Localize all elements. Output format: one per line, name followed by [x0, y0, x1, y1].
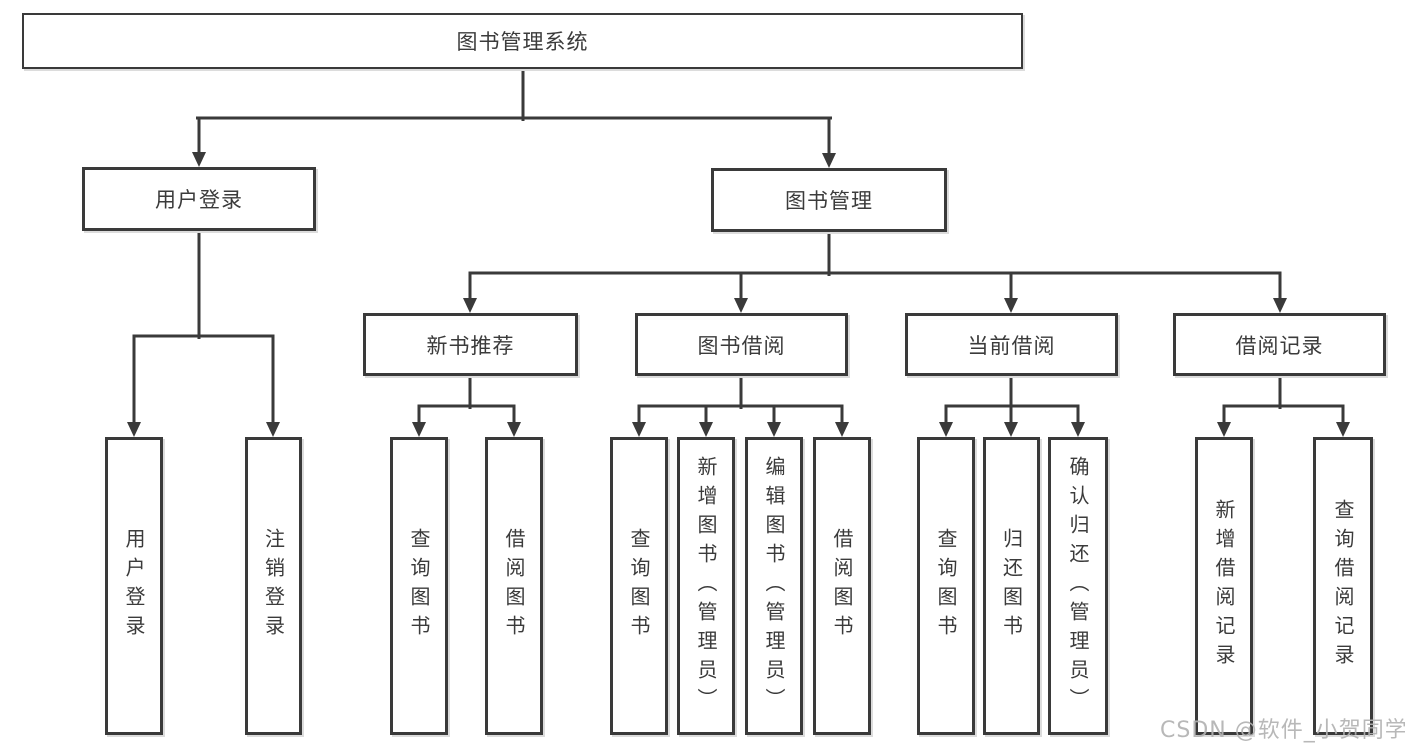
leaf-label: 注销登录 [261, 528, 286, 644]
csdn-watermark: CSDN @软件_小贺同学 [1160, 718, 1405, 743]
leaf-query-book-current: 查询图书 [917, 437, 975, 735]
leaf-label: 查询借阅记录 [1331, 499, 1355, 673]
node-book-mgmt: 图书管理 [711, 168, 947, 232]
node-borrow-record: 借阅记录 [1173, 313, 1386, 376]
connector-book-borrow-children [632, 374, 849, 437]
node-current-borrow: 当前借阅 [905, 313, 1118, 376]
connector-book-mgmt-children [463, 230, 1287, 313]
connector-user-login-children [127, 229, 280, 437]
leaf-query-book-newrec: 查询图书 [390, 437, 448, 735]
node-book-borrow: 图书借阅 [635, 313, 848, 376]
node-user-login: 用户登录 [82, 167, 316, 231]
leaf-add-book-admin: 新增图书（管理员） [677, 437, 735, 735]
connector-root-to-level2 [192, 67, 836, 168]
leaf-label: 查询图书 [627, 528, 651, 644]
leaf-label: 查询图书 [934, 528, 958, 644]
leaf-borrow-book-newrec: 借阅图书 [485, 437, 543, 735]
leaf-add-borrow-record: 新增借阅记录 [1195, 437, 1253, 735]
leaf-label: 借阅图书 [830, 528, 854, 644]
connector-current-borrow-children [939, 374, 1085, 437]
leaf-borrow-book: 借阅图书 [813, 437, 871, 735]
leaf-label: 新增借阅记录 [1212, 499, 1236, 673]
leaf-label: 借阅图书 [502, 528, 526, 644]
leaf-confirm-return-admin: 确认归还（管理员） [1048, 437, 1108, 735]
leaf-user-login: 用户登录 [105, 437, 163, 735]
leaf-query-book-borrow: 查询图书 [610, 437, 668, 735]
node-root-system: 图书管理系统 [22, 13, 1023, 69]
leaf-label: 新增图书（管理员） [694, 455, 718, 717]
connector-borrow-record-children [1217, 374, 1350, 437]
leaf-label: 用户登录 [122, 528, 146, 644]
node-new-book-rec: 新书推荐 [363, 313, 578, 376]
leaf-label: 归还图书 [999, 528, 1024, 644]
leaf-label: 确认归还（管理员） [1066, 455, 1090, 717]
leaf-edit-book-admin: 编辑图书（管理员） [745, 437, 803, 735]
leaf-query-borrow-record: 查询借阅记录 [1313, 437, 1373, 735]
connector-new-book-children [412, 374, 521, 437]
leaf-label: 查询图书 [407, 528, 431, 644]
leaf-return-book: 归还图书 [983, 437, 1040, 735]
leaf-label: 编辑图书（管理员） [762, 455, 786, 717]
leaf-logout: 注销登录 [245, 437, 302, 735]
